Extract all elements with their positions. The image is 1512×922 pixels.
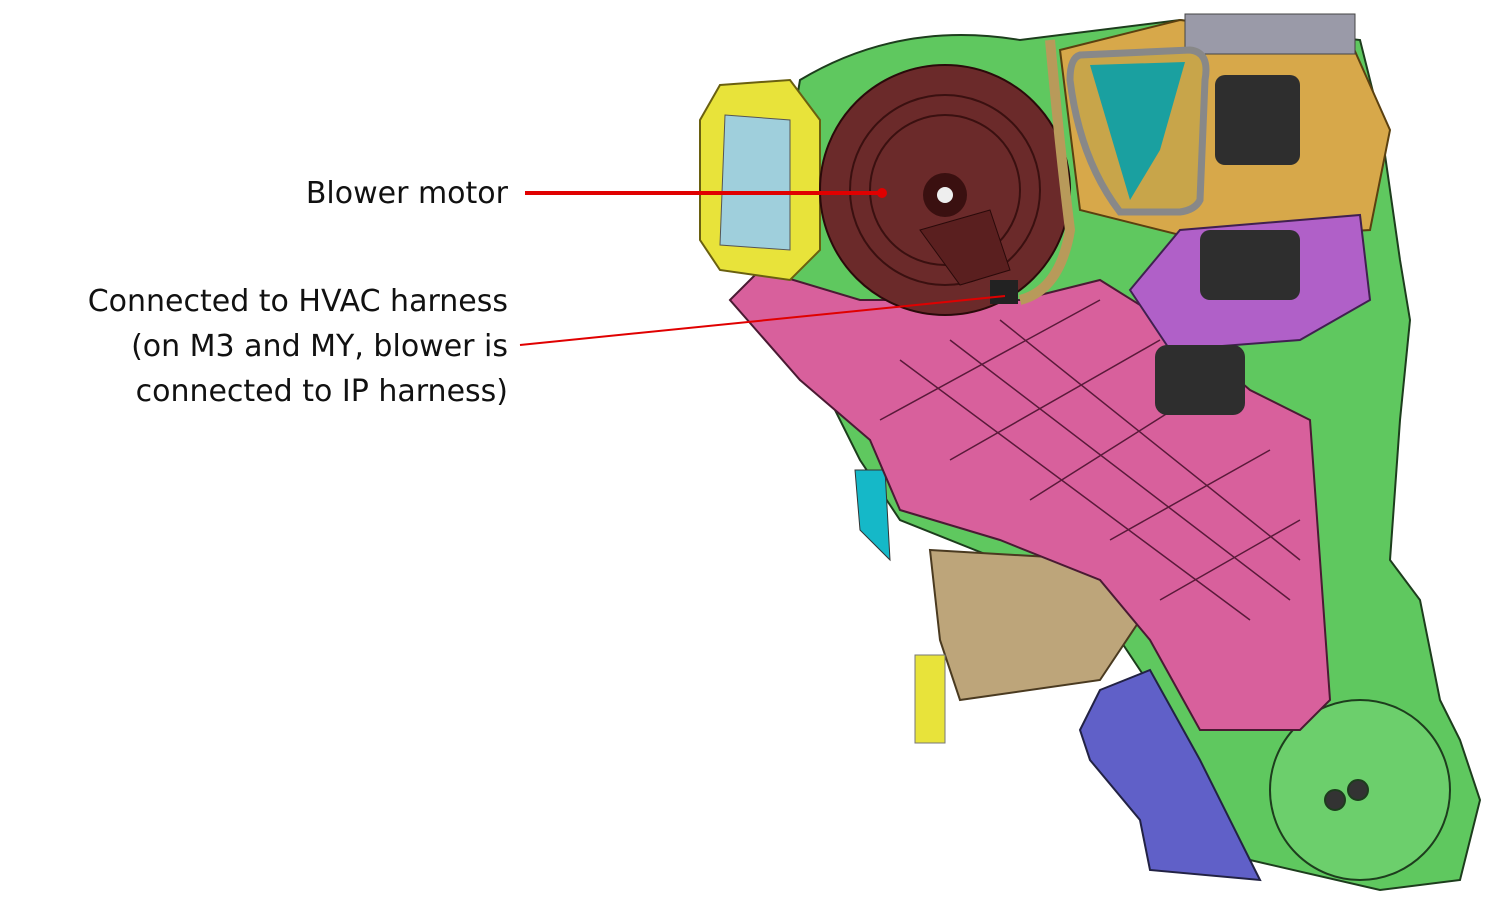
top-plate bbox=[1184, 13, 1356, 55]
blower-leader-dot bbox=[877, 188, 887, 198]
harness-label-line: (on M3 and MY, blower is bbox=[131, 329, 508, 364]
harness-label-line: connected to IP harness) bbox=[135, 374, 508, 409]
blower-motor-label: Blower motor bbox=[305, 176, 508, 211]
actuator bbox=[1155, 345, 1245, 415]
harness-leader-line bbox=[519, 295, 1006, 346]
harness-label: Connected to HVAC harness (on M3 and MY,… bbox=[88, 279, 508, 414]
harness-label-line: Connected to HVAC harness bbox=[87, 284, 508, 319]
blower-motor bbox=[819, 64, 1071, 316]
actuator bbox=[1200, 230, 1300, 300]
lower-module bbox=[1078, 668, 1262, 882]
actuator bbox=[1215, 75, 1300, 165]
duct-ribs bbox=[879, 299, 1301, 621]
harness-connector bbox=[990, 280, 1018, 304]
wire-harness bbox=[1018, 39, 1076, 305]
